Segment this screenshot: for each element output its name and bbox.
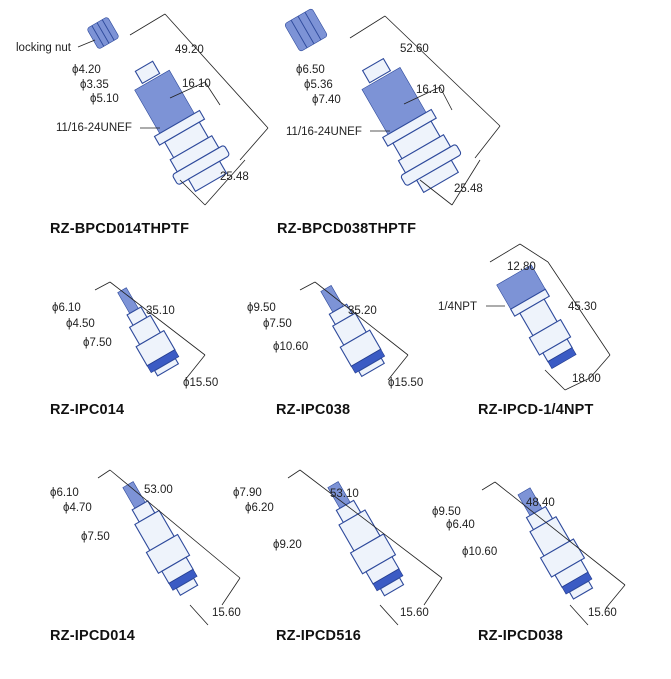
thread-label: 11/16-24UNEF [286, 126, 362, 138]
dim-length: 53.10 [330, 488, 359, 500]
fitting-bpcd014: locking nut ϕ4.20 ϕ3.35 ϕ5.10 11/16-24UN… [16, 13, 269, 237]
dim-d2: ϕ3.35 [80, 79, 109, 91]
fitting-ipc038: ϕ9.50 ϕ7.50 ϕ10.60 35.20 ϕ15.50 RZ-IPC03… [247, 281, 423, 418]
dim-d3: ϕ5.10 [90, 93, 119, 105]
dim-d2: ϕ7.50 [263, 318, 292, 330]
dim-d3: ϕ10.60 [462, 546, 497, 558]
fitting-title: RZ-BPCD014THPTF [50, 221, 189, 237]
dim-d3: ϕ7.50 [81, 531, 110, 543]
fitting-drawing [87, 17, 230, 193]
dim-d1: ϕ6.10 [50, 487, 79, 499]
dim-top: 12.80 [507, 261, 536, 273]
fitting-ipcd038: ϕ9.50 ϕ6.40 ϕ10.60 48.40 15.60 RZ-IPCD03… [432, 481, 626, 644]
dim-length-2: 16.10 [416, 84, 445, 96]
dim-d1: ϕ9.50 [432, 506, 461, 518]
fitting-title: RZ-IPC014 [50, 402, 124, 418]
nut-label: locking nut [16, 42, 72, 54]
dim-length: 35.10 [146, 305, 175, 317]
dim-d2: ϕ6.20 [245, 502, 274, 514]
dim-d2: ϕ5.36 [304, 79, 333, 91]
fitting-drawing [327, 481, 405, 597]
thread-label: 11/16-24UNEF [56, 122, 132, 134]
dim-length: 45.30 [568, 301, 597, 313]
fitting-title: RZ-IPC038 [276, 402, 350, 418]
dim-length: 49.20 [175, 44, 204, 56]
fitting-title: RZ-BPCD038THPTF [277, 221, 416, 237]
fitting-ipcd014: ϕ6.10 ϕ4.70 ϕ7.50 53.00 15.60 RZ-IPCD014 [50, 469, 241, 644]
fitting-title: RZ-IPCD014 [50, 628, 135, 644]
dim-d3: ϕ7.50 [83, 337, 112, 349]
thread-label: 1/4NPT [438, 301, 477, 313]
fitting-ipc014: ϕ6.10 ϕ4.50 ϕ7.50 35.10 ϕ15.50 RZ-IPC014 [50, 281, 218, 418]
fitting-drawing [122, 481, 199, 596]
dim-width: 25.48 [220, 171, 249, 183]
dim-d1: ϕ6.10 [52, 302, 81, 314]
fitting-drawing [496, 264, 577, 369]
dim-d1: ϕ4.20 [72, 64, 101, 76]
dim-width: ϕ15.50 [388, 377, 423, 389]
dim-length: 48.40 [526, 497, 555, 509]
dim-d3: ϕ9.20 [273, 539, 302, 551]
dim-d1: ϕ6.50 [296, 64, 325, 76]
fitting-bpcd038: ϕ6.50 ϕ5.36 ϕ7.40 11/16-24UNEF 52.60 16.… [277, 8, 501, 237]
dim-d2: ϕ4.50 [66, 318, 95, 330]
dim-width: 15.60 [588, 607, 617, 619]
dim-length: 53.00 [144, 484, 173, 496]
dim-length: 52.60 [400, 43, 429, 55]
dim-length: 35.20 [348, 305, 377, 317]
fitting-title: RZ-IPCD-1/4NPT [478, 402, 594, 418]
dim-width: 15.60 [400, 607, 429, 619]
dim-d2: ϕ6.40 [446, 519, 475, 531]
dim-d1: ϕ7.90 [233, 487, 262, 499]
dim-width: ϕ15.50 [183, 377, 218, 389]
fitting-drawing [320, 285, 386, 378]
dim-width: 15.60 [212, 607, 241, 619]
fitting-drawing [117, 287, 180, 377]
dim-length-2: 16.10 [182, 78, 211, 90]
fitting-drawing [284, 8, 462, 194]
dim-width: 18.00 [572, 373, 601, 385]
fitting-title: RZ-IPCD516 [276, 628, 361, 644]
dim-d1: ϕ9.50 [247, 302, 276, 314]
fitting-ipcd516: ϕ7.90 ϕ6.20 ϕ9.20 53.10 15.60 RZ-IPCD516 [233, 469, 443, 644]
dim-d2: ϕ4.70 [63, 502, 92, 514]
fitting-drawing [517, 487, 594, 600]
dim-d3: ϕ7.40 [312, 94, 341, 106]
fitting-title: RZ-IPCD038 [478, 628, 563, 644]
dim-d3: ϕ10.60 [273, 341, 308, 353]
dim-width: 25.48 [454, 183, 483, 195]
fitting-ipcd-14npt: 12.80 1/4NPT 45.30 18.00 RZ-IPCD-1/4NPT [438, 243, 611, 418]
